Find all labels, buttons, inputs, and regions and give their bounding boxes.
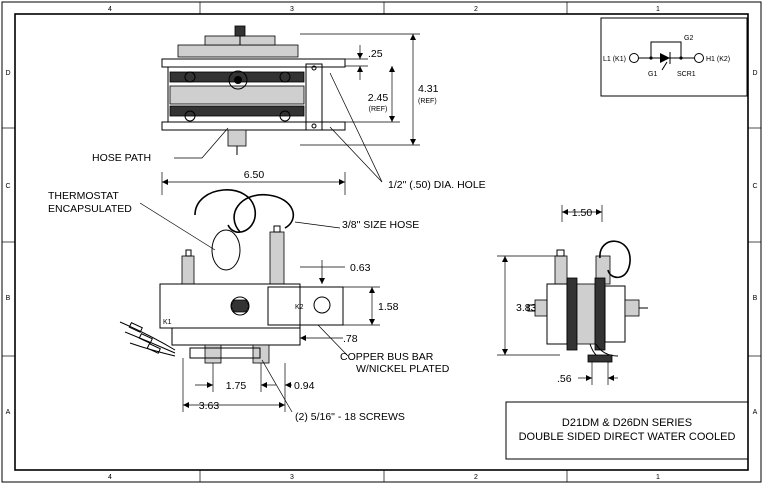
title-line-1: D21DM & D26DN SERIES <box>562 417 692 429</box>
front-view-dimensions-bottom <box>182 358 292 412</box>
side-view-assembly <box>527 240 648 363</box>
dim-056: .56 <box>557 373 572 385</box>
title-line-2: DOUBLE SIDED DIRECT WATER COOLED <box>519 431 736 443</box>
zone-right-d: D <box>752 70 757 77</box>
hose-leader <box>294 221 341 229</box>
hole-leader-2 <box>329 126 383 183</box>
zone-bottom-2: 2 <box>474 474 478 481</box>
dim-063: 0.63 <box>350 262 371 274</box>
dim-245: 2.45 <box>368 92 389 104</box>
thermostat-label-1: THERMOSTAT <box>48 190 119 202</box>
terminal-h1-icon <box>694 53 704 63</box>
hole-leader-1 <box>329 72 383 183</box>
terminal-k2-label: K2 <box>295 304 304 311</box>
screws-leader <box>261 359 293 413</box>
schematic-scr: SCR1 <box>677 71 696 78</box>
terminal-l1-icon <box>629 53 639 63</box>
zone-right-a: A <box>753 409 758 416</box>
dim-094: 0.94 <box>294 380 315 392</box>
hose-path-leader <box>174 127 229 159</box>
thermostat-leader <box>139 202 216 251</box>
zone-top-1: 1 <box>656 6 660 13</box>
schematic-l1: L1 (K1) <box>603 56 626 63</box>
front-view-dimensions-top <box>161 172 346 195</box>
front-view-assembly <box>119 189 344 364</box>
dim-078: .78 <box>343 333 358 345</box>
hose-path-label: HOSE PATH <box>92 152 151 164</box>
dim-025: .25 <box>368 48 383 60</box>
schematic-g2: G2 <box>684 35 693 42</box>
busbar-label-2: W/NICKEL PLATED <box>356 363 450 375</box>
hole-label: 1/2" (.50) DIA. HOLE <box>388 179 486 191</box>
zone-left-a: A <box>6 409 11 416</box>
top-view-dimensions <box>300 33 420 146</box>
zone-left-c: C <box>5 183 10 190</box>
dim-150: 1.50 <box>572 207 593 219</box>
zone-right-b: B <box>753 295 758 302</box>
zone-top-4: 4 <box>108 6 112 13</box>
screws-label: (2) 5/16" - 18 SCREWS <box>295 411 405 423</box>
dim-431-ref: (REF) <box>418 98 437 105</box>
terminal-k1-label: K1 <box>163 319 172 326</box>
dim-383: 3.83 <box>516 302 537 314</box>
dim-245-ref: (REF) <box>369 106 388 113</box>
zone-left-b: B <box>6 295 11 302</box>
scr-schematic <box>600 17 748 97</box>
schematic-h1: H1 (K2) <box>706 56 730 63</box>
zone-left-d: D <box>5 70 10 77</box>
dim-650: 6.50 <box>244 169 265 181</box>
zone-top-2: 2 <box>474 6 478 13</box>
top-view-assembly <box>161 25 346 155</box>
zone-right-c: C <box>752 183 757 190</box>
schematic-g1: G1 <box>648 71 657 78</box>
zone-top-3: 3 <box>290 6 294 13</box>
busbar-leader <box>317 324 349 357</box>
title-block <box>505 401 749 460</box>
dim-363: 3.63 <box>199 400 220 412</box>
busbar-label-1: COPPER BUS BAR <box>340 351 434 363</box>
dim-175: 1.75 <box>226 380 247 392</box>
dim-158: 1.58 <box>378 301 399 313</box>
zone-bottom-4: 4 <box>108 474 112 481</box>
dim-431: 4.31 <box>418 83 439 95</box>
zone-bottom-1: 1 <box>656 474 660 481</box>
hose-label: 3/8" SIZE HOSE <box>342 219 419 231</box>
side-view-dimensions <box>497 205 618 385</box>
scr-symbol-icon <box>660 53 670 63</box>
zone-bottom-3: 3 <box>290 474 294 481</box>
thermostat-label-2: ENCAPSULATED <box>48 203 132 215</box>
front-view-dimensions-right <box>300 260 380 341</box>
